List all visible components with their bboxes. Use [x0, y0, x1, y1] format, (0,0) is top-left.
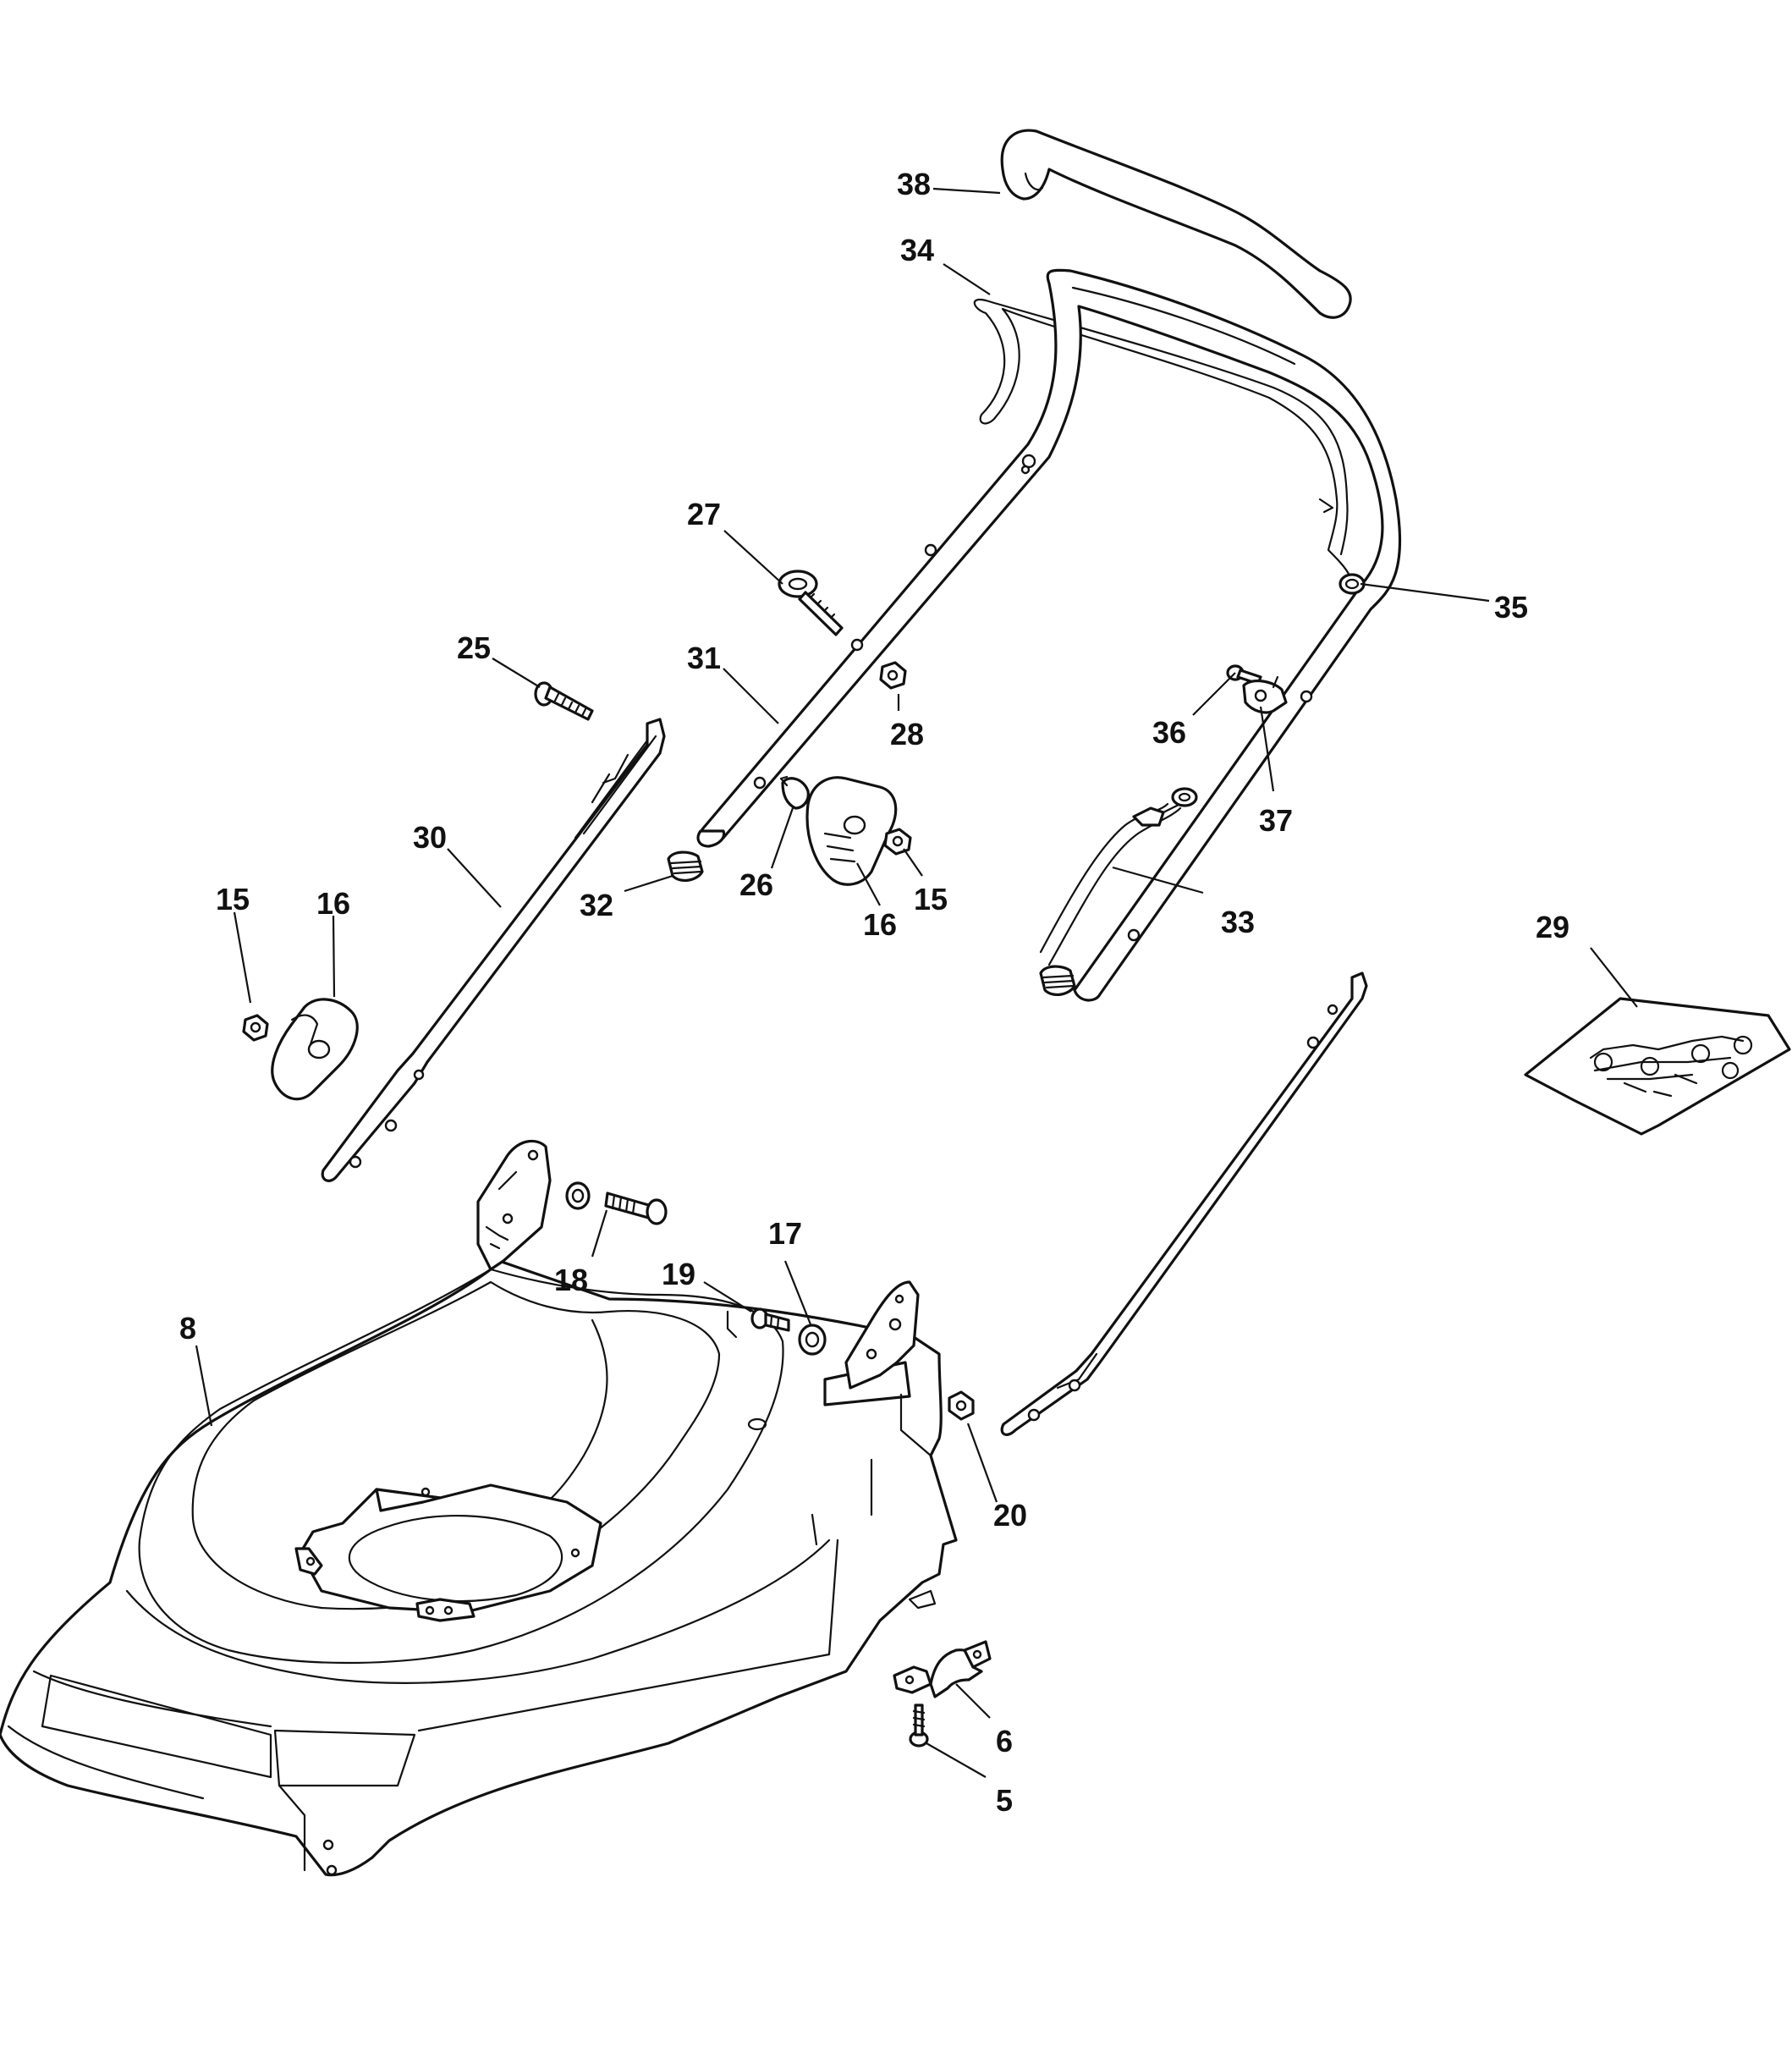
- control-cable-33[interactable]: [1039, 787, 1198, 966]
- handle-tube-end-31[interactable]: [696, 829, 726, 848]
- callout-labels: 38 34 27 35 25 31 28 36 37 30 15 16 32 2…: [179, 167, 1569, 1818]
- lower-handle-right[interactable]: [1000, 971, 1368, 1436]
- spacer-17[interactable]: [798, 1324, 827, 1356]
- callout-31: 31: [687, 641, 721, 675]
- bolt-18[interactable]: [565, 1181, 668, 1225]
- nut-28[interactable]: [879, 661, 907, 690]
- mower-deck-8[interactable]: [0, 1259, 958, 1877]
- callout-28: 28: [890, 717, 924, 751]
- callout-5: 5: [996, 1783, 1013, 1818]
- callout-37: 37: [1259, 803, 1293, 838]
- nut-15-left[interactable]: [242, 1014, 269, 1042]
- callout-20: 20: [993, 1498, 1027, 1533]
- callout-8: 8: [179, 1311, 196, 1346]
- callout-32: 32: [580, 888, 613, 922]
- cable-clip-35[interactable]: [1339, 573, 1366, 595]
- callout-34: 34: [900, 233, 934, 267]
- bolt-25[interactable]: [534, 681, 594, 721]
- callout-33: 33: [1221, 905, 1255, 939]
- callout-29: 29: [1536, 910, 1569, 944]
- eye-bolt-27[interactable]: [778, 570, 844, 636]
- callout-19: 19: [662, 1257, 695, 1291]
- tube-plug-right[interactable]: [1039, 965, 1076, 997]
- nut-20[interactable]: [948, 1390, 975, 1421]
- lower-handle-30[interactable]: [321, 718, 666, 1182]
- callout-15-right: 15: [914, 882, 948, 916]
- callout-16-left: 16: [316, 886, 350, 921]
- callout-18: 18: [554, 1263, 588, 1297]
- washer-26[interactable]: [779, 775, 810, 810]
- bolt-19[interactable]: [750, 1307, 790, 1332]
- handle-grip-38[interactable]: [1000, 129, 1352, 319]
- screw-5[interactable]: [909, 1703, 929, 1748]
- control-bail-34[interactable]: [973, 298, 1351, 577]
- deck-bracket-right[interactable]: [844, 1280, 920, 1390]
- nut-15[interactable]: [883, 828, 912, 856]
- callout-30: 30: [413, 820, 447, 855]
- callout-15-left: 15: [216, 882, 250, 916]
- callout-26: 26: [739, 867, 773, 902]
- hardware-kit-29[interactable]: [1524, 997, 1791, 1136]
- leader-lines: [195, 187, 1638, 1778]
- callout-17: 17: [768, 1216, 802, 1251]
- deck-bracket-left[interactable]: [476, 1139, 552, 1271]
- callout-6: 6: [996, 1724, 1013, 1759]
- handle-knob-16-left[interactable]: [271, 998, 359, 1101]
- callout-27: 27: [687, 497, 721, 531]
- cable-clamp-37[interactable]: [1242, 675, 1288, 714]
- callout-35: 35: [1494, 590, 1528, 625]
- callout-16-right: 16: [863, 907, 897, 942]
- tube-plug-32[interactable]: [667, 850, 704, 883]
- handle-knob-16[interactable]: [805, 776, 898, 886]
- callout-36: 36: [1152, 715, 1186, 750]
- callout-25: 25: [457, 630, 491, 665]
- cable-guide-6[interactable]: [893, 1640, 992, 1698]
- upper-handle-frame[interactable]: [700, 268, 1402, 1002]
- callout-38: 38: [897, 167, 931, 201]
